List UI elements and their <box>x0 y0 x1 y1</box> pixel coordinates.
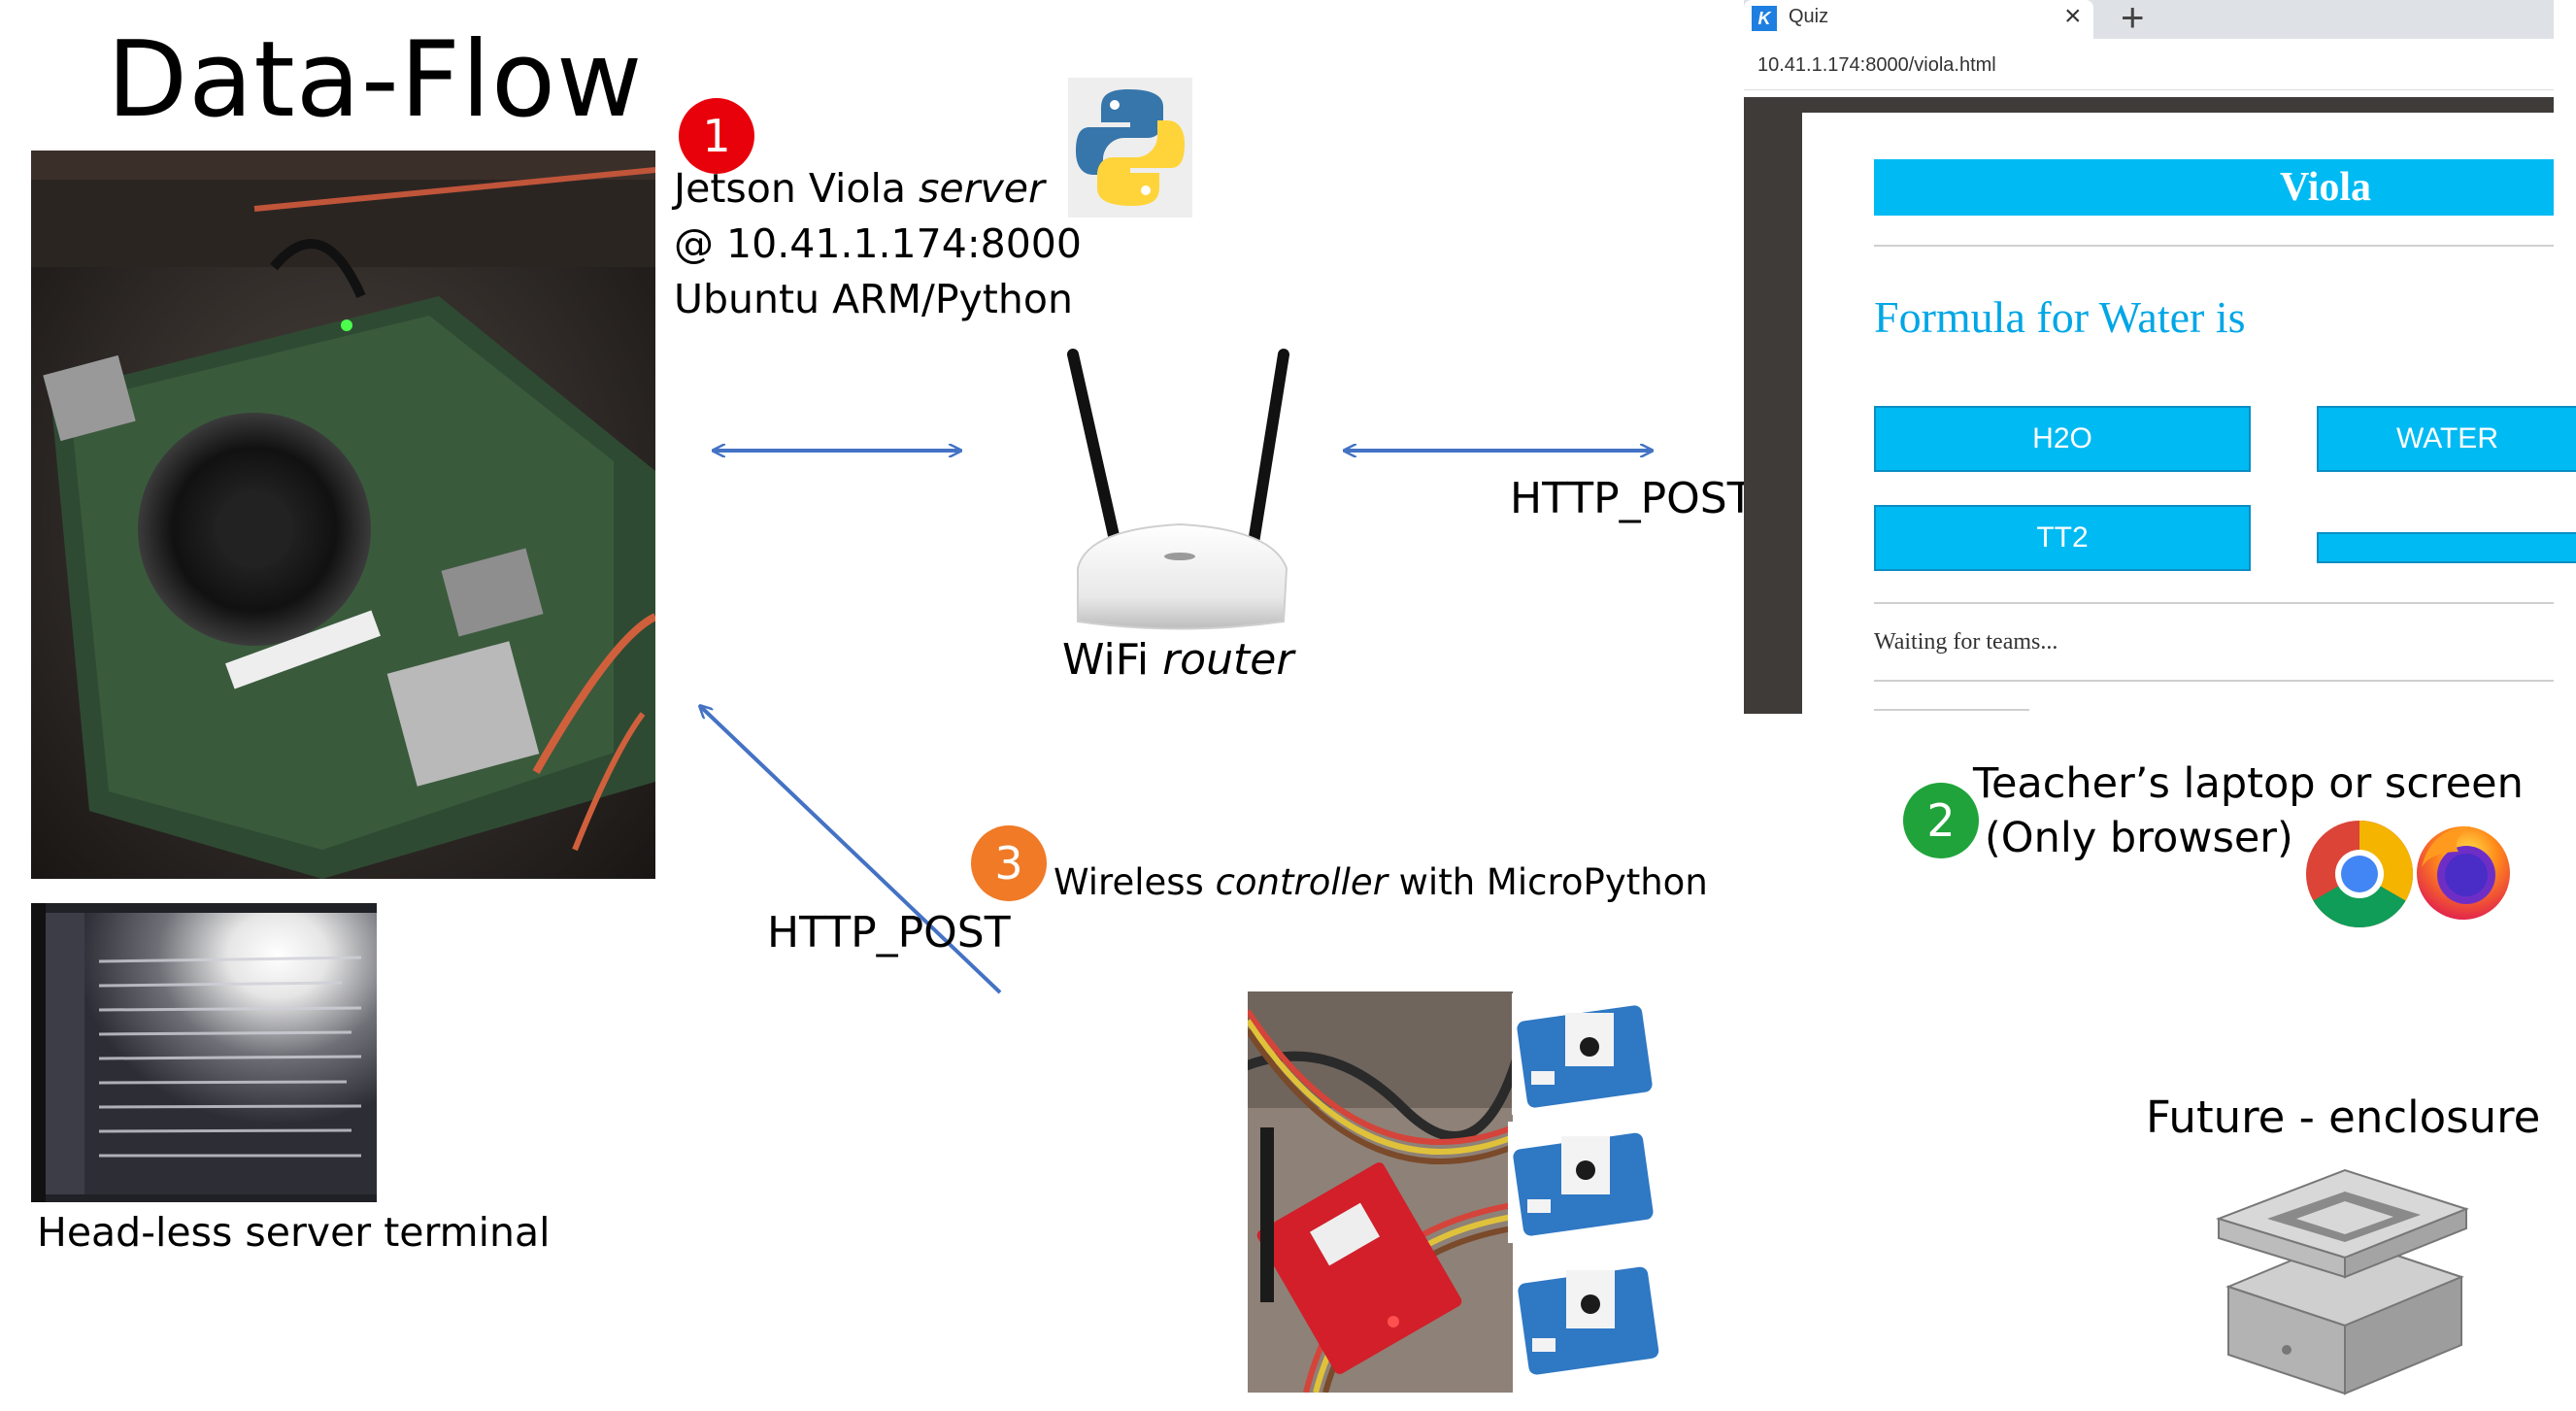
teacher-badge: 2 <box>1903 783 1979 858</box>
controller-text-emphasis: controller <box>1215 861 1388 903</box>
controller-badge: 3 <box>971 825 1047 901</box>
address-bar[interactable]: 10.41.1.174:8000/viola.html <box>1744 39 2554 90</box>
wifi-router-icon <box>1058 345 1301 636</box>
controller-text: Wireless controller with MicroPython <box>1054 855 1708 910</box>
future-enclosure-label: Future - enclosure <box>2146 1092 2541 1143</box>
controller-server-arrow <box>701 707 1002 994</box>
enclosure-3d-icon <box>2199 1131 2481 1403</box>
teacher-line-1: Teacher’s laptop or screen <box>1973 759 2524 808</box>
browser-window: K Quiz × + 10.41.1.174:8000/viola.html V… <box>1744 0 2576 714</box>
divider-middle <box>1874 602 2554 604</box>
viola-app-title: Viola <box>2279 165 2372 210</box>
divider-short <box>1874 709 2029 711</box>
page-title: Data-Flow <box>107 19 644 141</box>
button-module-1-photo <box>1512 993 1657 1115</box>
new-tab-icon[interactable]: + <box>2121 0 2145 40</box>
answer-button-3[interactable]: TT2 <box>1874 505 2251 571</box>
server-badge-number: 1 <box>702 110 731 162</box>
terminal-caption: Head-less server terminal <box>37 1209 551 1256</box>
router-label-prefix: WiFi <box>1062 635 1163 685</box>
answer-button-1[interactable]: H2O <box>1874 406 2251 472</box>
terminal-photo <box>31 903 377 1202</box>
http-post-right-label: HTTP_POST <box>1510 474 1754 523</box>
button-module-2-photo <box>1508 1122 1658 1243</box>
teacher-badge-number: 2 <box>1926 794 1956 847</box>
status-text: Waiting for teams... <box>1874 629 2058 655</box>
firefox-logo-icon <box>2412 819 2515 922</box>
router-label-emphasis: router <box>1162 635 1294 685</box>
tab-close-icon[interactable]: × <box>2064 0 2082 32</box>
button-module-3-photo <box>1513 1256 1663 1382</box>
divider-top <box>1874 245 2554 247</box>
server-line-1-prefix: Jetson Viola <box>674 165 920 212</box>
answer-button-4[interactable] <box>2317 532 2576 563</box>
controller-text-suffix: with MicroPython <box>1387 861 1708 903</box>
controller-badge-number: 3 <box>994 837 1023 890</box>
http-post-left-label: HTTP_POST <box>767 908 1011 957</box>
question-text: Formula for Water is <box>1874 292 2246 342</box>
server-line-2: @ 10.41.1.174:8000 <box>674 220 1082 267</box>
controller-board-photo <box>1248 991 1513 1393</box>
url-text[interactable]: 10.41.1.174:8000/viola.html <box>1757 54 1996 76</box>
divider-bottom <box>1874 680 2554 682</box>
viola-header-bar: Viola <box>1874 159 2554 216</box>
browser-tab[interactable]: K Quiz × <box>1744 0 2093 39</box>
page-canvas: Viola Formula for Water is H2O WATER TT2… <box>1802 113 2576 714</box>
server-line-1-emphasis: server <box>919 165 1045 212</box>
python-logo-icon <box>1068 78 1192 218</box>
browser-tab-title: Quiz <box>1789 6 1829 27</box>
chrome-logo-icon <box>2304 819 2415 929</box>
jetson-board-photo <box>31 151 655 879</box>
router-label: WiFi router <box>1062 632 1293 688</box>
server-line-3: Ubuntu ARM/Python <box>674 276 1073 322</box>
quiz-favicon-icon: K <box>1752 6 1777 31</box>
teacher-line-2: (Only browser) <box>1985 814 2293 862</box>
server-badge: 1 <box>679 98 754 174</box>
server-line-1: Jetson Viola server <box>674 161 1045 217</box>
answer-button-2[interactable]: WATER <box>2317 406 2576 472</box>
controller-text-prefix: Wireless <box>1054 861 1216 903</box>
